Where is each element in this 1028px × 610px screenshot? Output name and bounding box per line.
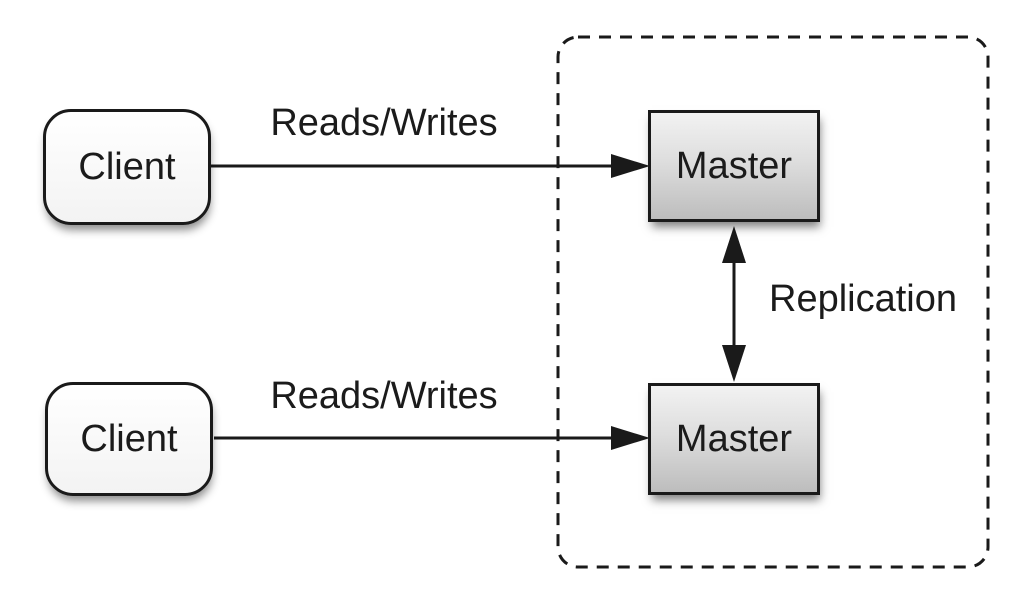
arrowhead-down-icon [722,345,746,382]
edge-label-replication: Replication [769,278,957,320]
arrowhead-right-icon [611,426,650,450]
replication-cluster-boundary [556,35,990,569]
edge-label-reads-writes-bottom: Reads/Writes [270,375,498,417]
node-master-2: Master [648,383,820,495]
arrow-reads-writes-top [211,154,650,178]
edge-label-reads-writes-top: Reads/Writes [270,102,498,144]
arrow-reads-writes-bottom [214,426,650,450]
node-master-2-label: Master [675,418,793,460]
node-client-2-label: Client [80,418,178,460]
arrowhead-up-icon [722,226,746,263]
node-client-1: Client [43,109,211,225]
arrow-replication [722,226,746,382]
arrowhead-right-icon [611,154,650,178]
node-master-1-label: Master [675,145,793,187]
node-client-1-label: Client [78,146,176,188]
node-client-2: Client [45,382,213,496]
node-master-1: Master [648,110,820,222]
